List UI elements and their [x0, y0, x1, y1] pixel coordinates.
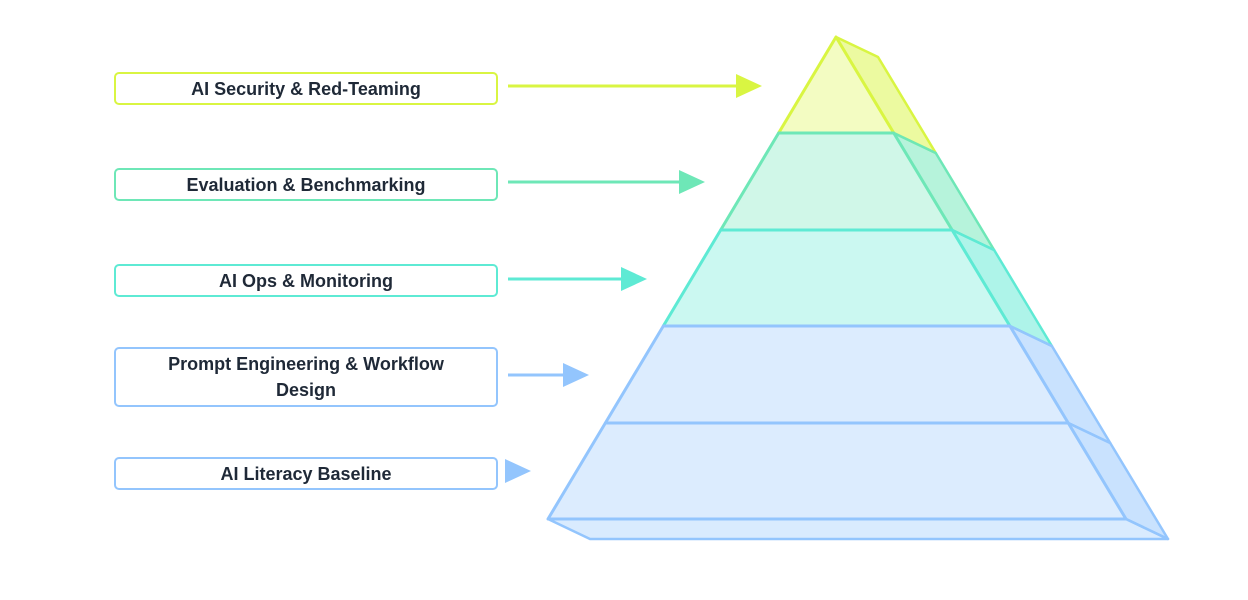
level-label-prompt-engineering: Prompt Engineering & Workflow Design: [114, 347, 498, 407]
arrow-head-1: [679, 170, 705, 194]
level-label-ai-security: AI Security & Red-Teaming: [114, 72, 498, 105]
level-label-ai-ops: AI Ops & Monitoring: [114, 264, 498, 297]
arrow-head-2: [621, 267, 647, 291]
pyramid-base-face: [546, 517, 1170, 541]
arrow-head-0: [736, 74, 762, 98]
level-label-ai-literacy: AI Literacy Baseline: [114, 457, 498, 490]
pyramid-layer-4: [546, 421, 1128, 521]
pyramid-layer-3: [603, 324, 1070, 425]
arrow-head-3: [563, 363, 589, 387]
arrow-head-4: [505, 459, 531, 483]
pyramid-layer-2: [661, 228, 1012, 328]
level-label-evaluation: Evaluation & Benchmarking: [114, 168, 498, 201]
